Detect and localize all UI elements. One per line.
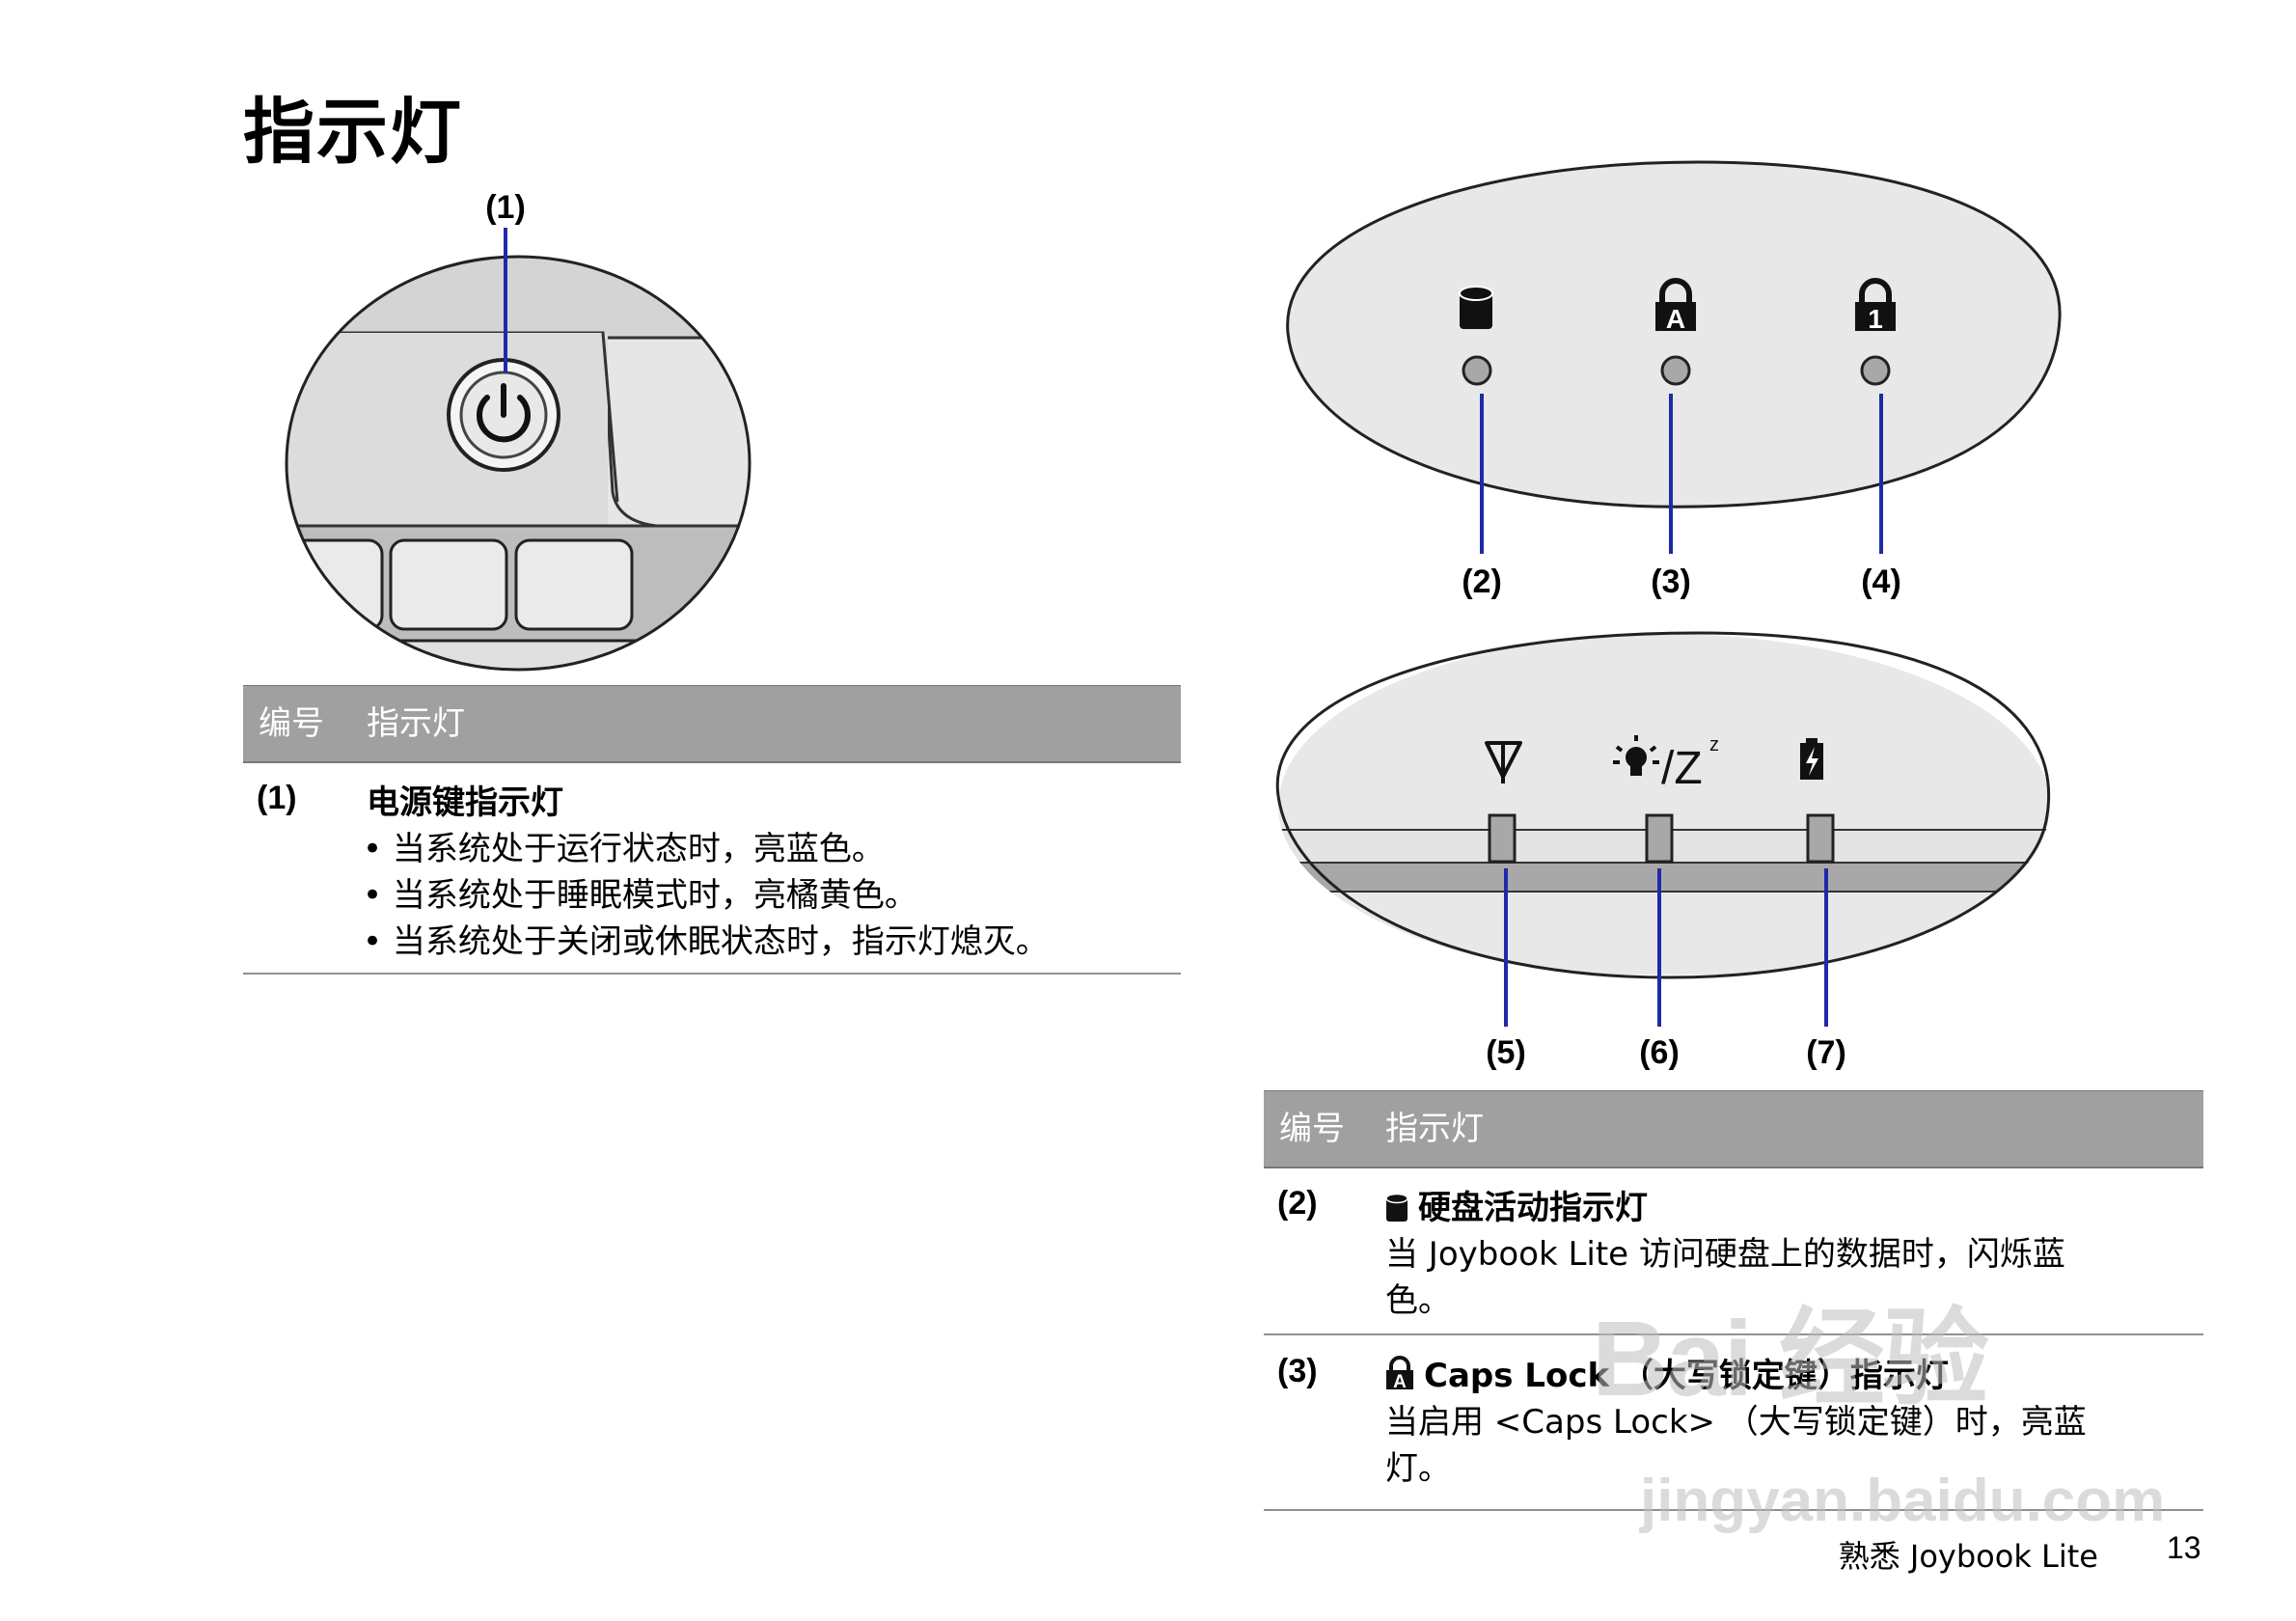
callout-7: (7) — [1806, 1034, 1846, 1071]
caps-lock-icon: A — [1655, 278, 1696, 334]
callout-2: (2) — [1462, 563, 1502, 600]
callout-5: (5) — [1486, 1034, 1526, 1071]
header-number: 编号 — [1279, 1110, 1345, 1148]
row-body: • 当系统处于运行状态时，亮蓝色。 • 当系统处于睡眠模式时，亮橘黄色。 • 当… — [363, 826, 1049, 965]
hdd-icon — [1385, 1193, 1408, 1222]
body-line: 当启用 <Caps Lock> （大写锁定键）时，亮蓝 — [1385, 1403, 2087, 1442]
row-number: (3) — [1277, 1353, 1318, 1389]
svg-text:z: z — [1709, 734, 1719, 756]
led-power-sleep — [1645, 813, 1674, 864]
wireless-antenna-icon — [1485, 741, 1522, 783]
header-number: 编号 — [259, 704, 324, 743]
led-num-lock — [1860, 355, 1891, 386]
battery-charge-icon — [1800, 738, 1823, 780]
led-hdd — [1462, 355, 1492, 386]
body-line: 色。 — [1385, 1281, 1451, 1320]
watermark-brand: Bai 经验 — [1592, 1300, 1989, 1418]
num-lock-icon: 1 — [1855, 278, 1896, 334]
bullet-item: • 当系统处于睡眠模式时，亮橘黄色。 — [363, 876, 917, 915]
power-sleep-icon: /Z z — [1613, 734, 1719, 794]
row-title-caps-lock: A Caps Lock （大写锁定键）指示灯 — [1385, 1353, 1949, 1399]
row-number: (1) — [257, 780, 297, 816]
callout-4: (4) — [1861, 563, 1901, 600]
caps-lock-icon: A — [1386, 1356, 1413, 1392]
row-title-hdd: 硬盘活动指示灯 — [1385, 1185, 1648, 1231]
indicator-table-right: 编号 指示灯 (2) 硬盘活动指示灯 当 Joybook Lite 访问硬盘上的… — [1264, 1090, 2203, 1515]
table-row: (2) 硬盘活动指示灯 当 Joybook Lite 访问硬盘上的数据时，闪烁蓝… — [1264, 1168, 2203, 1335]
body-line: 灯。 — [1385, 1449, 1451, 1488]
row-body: 当启用 <Caps Lock> （大写锁定键）时，亮蓝 灯。 — [1385, 1399, 2087, 1492]
led-wireless — [1488, 813, 1517, 864]
page-number: 13 — [2167, 1530, 2201, 1565]
bullet-item: • 当系统处于运行状态时，亮蓝色。 — [363, 830, 885, 868]
hdd-icon — [1459, 286, 1493, 329]
watermark-url: jingyan.baidu.com — [1640, 1468, 2166, 1534]
svg-text:A: A — [1393, 1372, 1407, 1392]
body-line: 当 Joybook Lite 访问硬盘上的数据时，闪烁蓝 — [1385, 1235, 2065, 1274]
header-indicator: 指示灯 — [367, 704, 465, 743]
table-row: (1) 电源键指示灯 • 当系统处于运行状态时，亮蓝色。 • 当系统处于睡眠模式… — [243, 762, 1181, 975]
footer-chapter: 熟悉 Joybook Lite — [1838, 1538, 2098, 1575]
row-number: (2) — [1277, 1185, 1318, 1222]
indicator-table-left: 编号 指示灯 (1) 电源键指示灯 • 当系统处于运行状态时，亮蓝色。 • 当系… — [243, 685, 1181, 984]
callout-3: (3) — [1651, 563, 1691, 600]
svg-text:A: A — [1666, 304, 1685, 334]
led-caps-lock — [1660, 355, 1691, 386]
row-body: 当 Joybook Lite 访问硬盘上的数据时，闪烁蓝 色。 — [1385, 1231, 2065, 1324]
bullet-item: • 当系统处于关闭或休眠状态时，指示灯熄灭。 — [363, 922, 1049, 961]
page-title: 指示灯 — [243, 91, 463, 174]
led-battery — [1806, 813, 1835, 864]
table-header: 编号 指示灯 — [1264, 1090, 2203, 1168]
callout-1: (1) — [485, 189, 526, 226]
row-title: 电源键指示灯 — [367, 783, 563, 822]
header-indicator: 指示灯 — [1385, 1110, 1484, 1148]
table-header: 编号 指示灯 — [243, 685, 1181, 763]
callout-6: (6) — [1639, 1034, 1680, 1071]
svg-text:1: 1 — [1868, 304, 1883, 334]
table-row: (3) A Caps Lock （大写锁定键）指示灯 当启用 <Caps Loc… — [1264, 1335, 2203, 1511]
svg-text:/Z: /Z — [1661, 743, 1703, 794]
